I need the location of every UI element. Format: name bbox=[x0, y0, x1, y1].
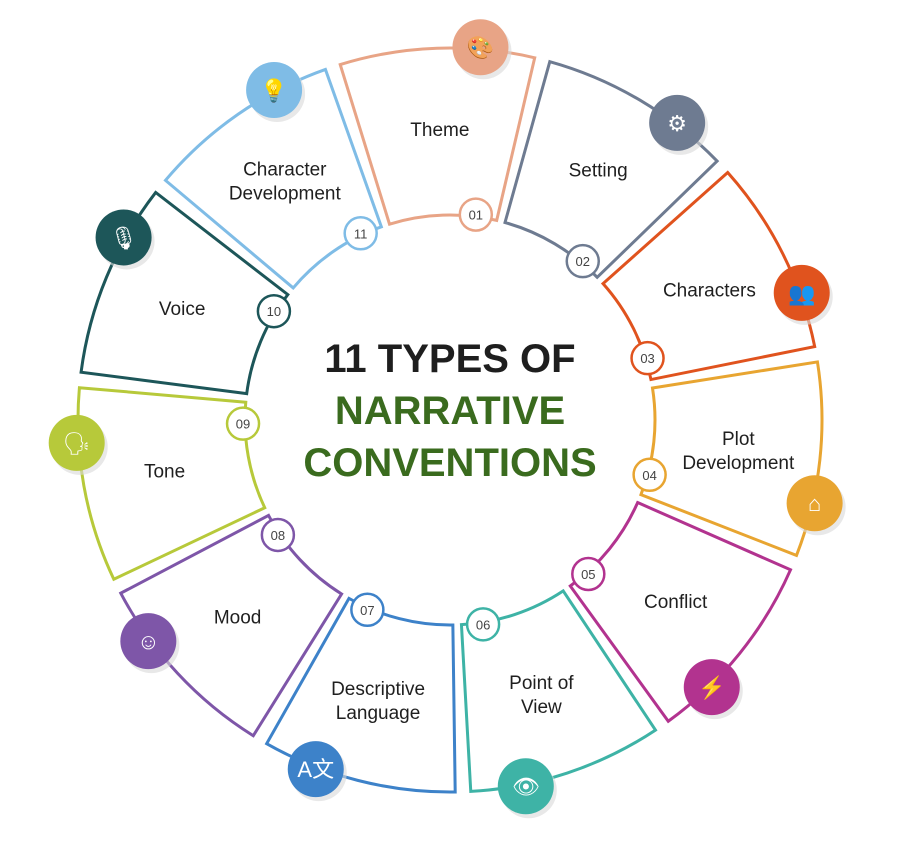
segment-outline bbox=[459, 588, 658, 794]
segment-number: 09 bbox=[236, 417, 250, 432]
number-badge bbox=[630, 340, 665, 376]
title-line-3: CONVENTIONS bbox=[303, 441, 596, 485]
segment-number: 03 bbox=[640, 351, 654, 366]
translate-icon: A文 bbox=[297, 757, 334, 782]
gear-icon-badge bbox=[649, 94, 706, 151]
speaking-head-icon-badge bbox=[48, 414, 105, 471]
people-icon-badge bbox=[773, 264, 830, 321]
segment-number: 02 bbox=[576, 254, 590, 269]
segment-number: 05 bbox=[581, 567, 595, 582]
eye-icon-badge bbox=[497, 758, 554, 815]
number-badge bbox=[571, 556, 606, 592]
palette-icon: 🎨 bbox=[467, 34, 494, 60]
segment-number: 01 bbox=[469, 208, 483, 223]
gear-icon: ⚙ bbox=[667, 111, 687, 136]
number-badge bbox=[632, 457, 667, 493]
segment-number: 11 bbox=[354, 226, 368, 241]
number-badge bbox=[458, 197, 494, 232]
speaking-head-icon: 🗣 bbox=[63, 431, 91, 456]
segment-01: Theme 01 🎨 bbox=[338, 19, 537, 232]
smiley-icon: ☺ bbox=[137, 629, 159, 654]
segment-outline bbox=[568, 500, 793, 724]
segment-label: Mood bbox=[214, 607, 262, 628]
lightbulb-head-icon-badge bbox=[246, 61, 303, 118]
segment-outline bbox=[118, 513, 344, 738]
segment-outline bbox=[638, 360, 824, 558]
palette-icon-badge bbox=[452, 19, 509, 76]
segment-09: Tone 09 🗣 bbox=[48, 386, 267, 582]
people-icon: 👥 bbox=[788, 281, 815, 306]
segment-label: Voice bbox=[159, 299, 205, 320]
lightbulb-head-icon: 💡 bbox=[260, 78, 287, 103]
eye-icon: 👁 bbox=[512, 774, 540, 799]
number-badge bbox=[465, 607, 501, 642]
center-title: 11 TYPES OF NARRATIVE CONVENTIONS bbox=[303, 337, 596, 485]
segment-label: Characters bbox=[663, 280, 756, 301]
title-line-2: NARRATIVE bbox=[335, 389, 565, 433]
segment-label: Tone bbox=[144, 461, 185, 482]
microphone-icon-badge bbox=[95, 209, 152, 266]
number-badge bbox=[350, 592, 385, 628]
title-line-1: 11 TYPES OF bbox=[324, 337, 575, 381]
segment-outline bbox=[338, 46, 537, 227]
segment-outline bbox=[503, 59, 720, 280]
segment-outline bbox=[600, 170, 817, 382]
segment-number: 08 bbox=[271, 528, 285, 543]
segment-outline bbox=[76, 386, 267, 582]
segment-number: 07 bbox=[360, 603, 374, 618]
segment-10: Voice 10 🎙 bbox=[79, 190, 292, 396]
translate-icon-badge bbox=[287, 741, 344, 798]
segment-label: Setting bbox=[569, 161, 628, 182]
home-icon: ⌂ bbox=[808, 491, 821, 516]
segment-02: Setting 02 ⚙ bbox=[503, 59, 720, 280]
segment-number: 10 bbox=[267, 304, 281, 319]
number-badge bbox=[256, 293, 292, 329]
smiley-icon-badge bbox=[120, 613, 177, 670]
home-icon-badge bbox=[786, 475, 843, 532]
number-badge bbox=[565, 243, 601, 279]
segment-label: Conflict bbox=[644, 592, 708, 613]
segment-outline bbox=[163, 67, 384, 291]
microphone-icon: 🎙 bbox=[110, 225, 138, 250]
segment-03: Characters 03 👥 bbox=[600, 170, 833, 382]
number-badge bbox=[225, 406, 261, 441]
segment-number: 06 bbox=[476, 617, 490, 632]
conflict-icon-badge bbox=[683, 659, 740, 716]
segment-label: Theme bbox=[410, 120, 469, 141]
segment-05: Conflict 05 ⚡ bbox=[568, 500, 793, 724]
segment-08: Mood 08 ☺ bbox=[118, 513, 344, 738]
conflict-icon: ⚡ bbox=[698, 675, 725, 701]
number-badge bbox=[343, 216, 378, 251]
segment-number: 04 bbox=[642, 468, 656, 483]
number-badge bbox=[260, 517, 296, 553]
